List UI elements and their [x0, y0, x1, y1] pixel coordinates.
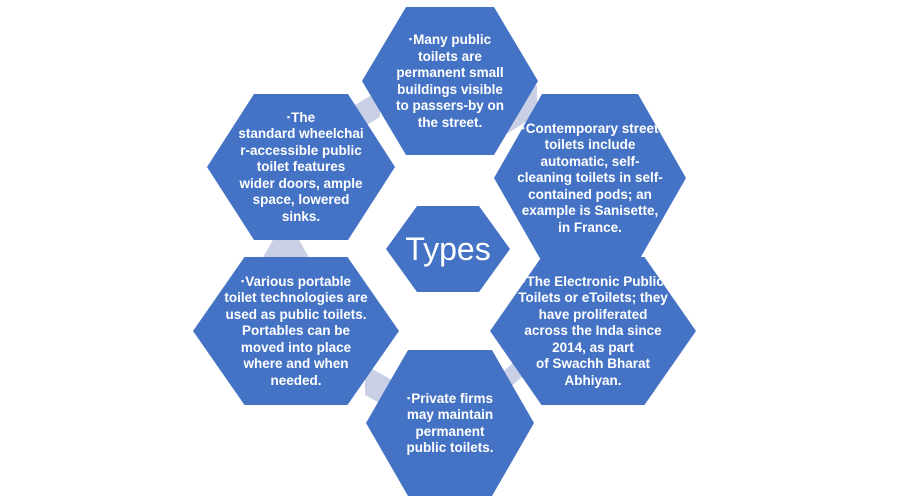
line-text: buildings visible — [397, 81, 503, 97]
hexagon-text-line: toilets are — [396, 49, 504, 66]
hexagon-text-line: moved into place — [224, 340, 367, 357]
line-text: have proliferated — [538, 306, 648, 322]
hexagon-text-line: Portables can be — [224, 323, 367, 340]
center-label: Types — [405, 231, 491, 267]
hexagon-text-line: Abhiyan. — [518, 373, 668, 390]
hexagon-text-line: have proliferated — [518, 307, 668, 324]
line-text: Private firms — [411, 390, 493, 406]
hexagon-text-line: toilet features — [238, 159, 363, 176]
hexagon-text-line: automatic, self- — [517, 154, 663, 171]
hexagon-text-line: may maintain — [406, 407, 493, 424]
hexagon-text-line: space, lowered — [238, 192, 363, 209]
bullet-icon: ▪ — [406, 392, 411, 403]
hexagon-text-line: r-accessible public — [238, 143, 363, 160]
line-text: wider doors, ample — [239, 175, 363, 191]
line-text: of Swachh Bharat — [535, 356, 651, 372]
bullet-icon: ▪ — [521, 122, 525, 133]
line-text: The Electronic Public — [526, 273, 664, 289]
line-text: The — [291, 109, 316, 125]
hexagon-text-line: cleaning toilets in self- — [517, 170, 663, 187]
line-text: Toilets or eToilets; they — [518, 290, 668, 306]
hexagon-text-line: ▪Contemporary street — [517, 120, 663, 138]
hexagon-text-line: used as public toilets. — [224, 307, 367, 324]
hexagon-text-line: public toilets. — [406, 440, 493, 457]
line-text: 2014, as part — [552, 339, 634, 355]
hexagon-text-line: contained pods; an — [517, 187, 663, 204]
line-text: toilets are — [418, 48, 482, 64]
hexagon-text-line: permanent — [406, 424, 493, 441]
hexagon-text-line: buildings visible — [396, 82, 504, 99]
bullet-icon: ▪ — [241, 275, 245, 286]
hexagon-text-line: needed. — [224, 373, 367, 390]
bullet-icon: ▪ — [286, 111, 291, 122]
hexagon-text-line: ▪Various portable — [224, 273, 367, 291]
line-text: where and when — [243, 356, 349, 372]
line-text: cleaning toilets in self- — [517, 170, 663, 186]
hexagon-text-line: the street. — [396, 115, 504, 132]
line-text: used as public toilets. — [225, 306, 367, 322]
bullet-icon: ▪ — [522, 275, 526, 286]
hexagon-text-line: Toilets or eToilets; they — [518, 290, 668, 307]
line-text: in France. — [558, 219, 622, 235]
line-text: space, lowered — [252, 192, 350, 208]
center-hexagon: Types — [386, 206, 510, 292]
line-text: standard wheelchai — [238, 126, 364, 142]
bullet-icon: ▪ — [408, 34, 413, 44]
line-text: toilet features — [256, 159, 346, 175]
hexagon-text-line: ▪The — [238, 109, 363, 127]
line-text: sinks. — [281, 208, 321, 224]
line-text: Contemporary street — [525, 120, 659, 136]
hexagon-text-line: standard wheelchai — [238, 126, 363, 143]
line-text: r-accessible public — [240, 142, 362, 158]
hexagon-text-line: where and when — [224, 356, 367, 373]
line-text: contained pods; an — [528, 186, 652, 202]
line-text: toilet technologies are — [224, 290, 368, 306]
hexagon-text-line: across the Inda since — [518, 323, 668, 340]
line-text: needed. — [270, 372, 322, 388]
line-text: permanent — [415, 423, 485, 439]
line-text: permanent small — [396, 65, 504, 80]
line-text: Various portable — [245, 273, 351, 289]
line-text: may maintain — [406, 407, 494, 422]
hexagon-text-line: 2014, as part — [518, 340, 668, 357]
line-text: across the Inda since — [524, 323, 662, 339]
line-text: toilets include — [544, 137, 636, 153]
line-text: to passers-by on — [395, 98, 505, 113]
line-text: Portables can be — [241, 323, 351, 339]
line-text: example is Sanisette, — [521, 203, 659, 219]
hexagon-text-line: in France. — [517, 220, 663, 237]
hexagon-text-line: ▪Many public — [396, 31, 504, 49]
line-text: the street. — [417, 114, 483, 130]
hexagon-text-line: toilets include — [517, 137, 663, 154]
hexagon-text-line: example is Sanisette, — [517, 203, 663, 220]
line-text: Abhiyan. — [564, 372, 622, 388]
hexagon-text-line: of Swachh Bharat — [518, 356, 668, 373]
hexagon-text-line: wider doors, ample — [238, 176, 363, 193]
hexagon-text-line: to passers-by on — [396, 98, 504, 115]
line-text: Many public — [413, 32, 492, 47]
line-text: moved into place — [240, 339, 352, 355]
hexagon-text-line: ▪The Electronic Public — [518, 273, 668, 291]
line-text: public toilets. — [406, 440, 494, 455]
hexagon-text-line: ▪Private firms — [406, 390, 493, 408]
hexagon-text-line: permanent small — [396, 65, 504, 82]
hexagon-text-line: toilet technologies are — [224, 290, 367, 307]
line-text: automatic, self- — [540, 153, 640, 169]
hexagon-text-line: sinks. — [238, 209, 363, 226]
